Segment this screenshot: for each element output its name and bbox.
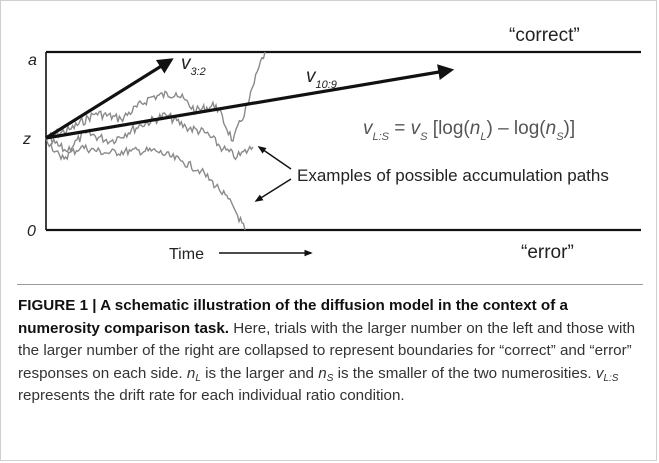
pointer-arrow-lower (254, 178, 292, 202)
caption-text: is the larger and (200, 364, 319, 382)
start-point-label: z (22, 131, 31, 148)
figure-caption: FIGURE 1 | A schematic illustration of t… (18, 295, 646, 408)
correct-label: “correct” (509, 25, 580, 46)
paths-annotation: Examples of possible accumulation paths (297, 166, 609, 185)
accumulation-path (45, 137, 246, 231)
pointer-arrow-upper (257, 146, 292, 170)
drift-equation: vL:S = vS [log(nL) – log(nS)] (363, 118, 575, 143)
drift-arrow-10-9 (45, 64, 455, 140)
diffusion-model-diagram: a z 0 “correct” “error” v3:2 v10:9 vL:S … (22, 25, 641, 263)
caption-text: represents the drift rate for each indiv… (18, 387, 405, 405)
error-label: “error” (521, 242, 574, 263)
caption-divider (17, 284, 643, 285)
drift-label-10-9: v10:9 (306, 66, 337, 91)
caption-math: nL (186, 364, 201, 384)
drift-label-3-2: v3:2 (181, 53, 206, 78)
caption-text: is the smaller of the two numerosities. (333, 364, 596, 382)
time-label: Time (169, 246, 204, 263)
drift-arrow-3-2 (45, 58, 174, 140)
caption-math: vL:S (595, 364, 619, 384)
lower-boundary-label: 0 (27, 223, 36, 240)
figure-label: FIGURE 1 | A schematic illustration of t… (18, 297, 568, 337)
accumulation-path (45, 51, 266, 142)
accumulation-path (45, 111, 254, 161)
caption-math: nS (318, 364, 334, 384)
caption-text: Here, trials with the larger number on t… (18, 319, 636, 382)
upper-boundary-label: a (28, 52, 37, 69)
